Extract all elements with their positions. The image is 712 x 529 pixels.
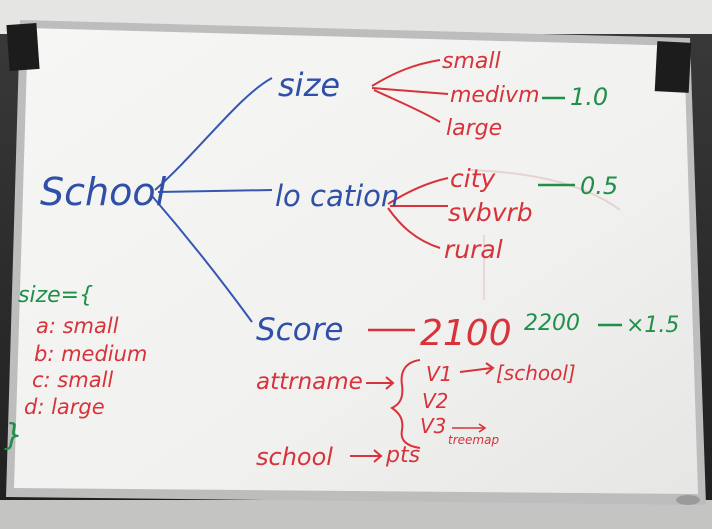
- attr-location-label: lo cation: [275, 179, 399, 213]
- loc-to-city: [387, 177, 449, 205]
- medium-weight: 1.0: [570, 83, 608, 111]
- location-value-rural: rural: [444, 235, 503, 264]
- arrowhead-v1: [485, 362, 495, 375]
- size-set-entry-c: c: small: [32, 368, 113, 392]
- size-value-medium: medivm: [450, 83, 540, 108]
- board-surface: [14, 28, 698, 494]
- school-bracket: [school]: [496, 361, 576, 385]
- arrowhead-v3: [478, 423, 487, 433]
- size-set-header: size={: [18, 283, 93, 308]
- location-value-city: city: [450, 164, 496, 193]
- size-set-entry-a: a: small: [36, 314, 119, 338]
- tape-top-left: [6, 23, 40, 71]
- versions-brace: [390, 359, 421, 449]
- size-to-medium: [371, 87, 449, 95]
- brand-logo-mark: [676, 495, 700, 505]
- city-weight: 0.5: [580, 172, 618, 200]
- score-multiplier: ×1.5: [626, 313, 679, 338]
- school-pts-label: school: [256, 443, 333, 471]
- location-value-suburb: svbvrb: [448, 198, 533, 227]
- tape-top-right: [654, 41, 692, 93]
- pts-label: pts: [385, 443, 420, 468]
- size-to-large: [373, 89, 441, 123]
- attr-size-label: size: [278, 66, 340, 104]
- score-extra: 2200: [524, 311, 580, 336]
- size-set-entry-d: d: large: [24, 395, 105, 419]
- ghost-smudge: [469, 169, 621, 211]
- treemap-label: treemap: [448, 433, 499, 447]
- attrname-label: attrname: [256, 369, 363, 395]
- branch-to-score: [151, 195, 253, 323]
- size-set-close: }: [4, 418, 23, 453]
- floor-strip: [0, 500, 712, 529]
- size-value-large: large: [446, 116, 502, 141]
- size-value-small: small: [442, 49, 501, 74]
- arrowhead-school-pts: [373, 449, 383, 463]
- attr-score-label: Score: [256, 312, 344, 348]
- arrowhead-attrname: [385, 376, 395, 390]
- version-v1: V1: [426, 362, 452, 386]
- arrow-v1: [459, 367, 493, 373]
- version-v2: V2: [422, 389, 448, 413]
- size-to-small: [371, 59, 441, 87]
- score-value: 2100: [420, 313, 512, 354]
- branch-to-location: [157, 189, 273, 193]
- loc-to-rural: [387, 207, 441, 249]
- branch-to-size: [154, 77, 273, 191]
- version-v3: V3: [420, 414, 446, 438]
- root-school-label: School: [40, 170, 167, 214]
- size-set-entry-b: b: medium: [34, 342, 147, 366]
